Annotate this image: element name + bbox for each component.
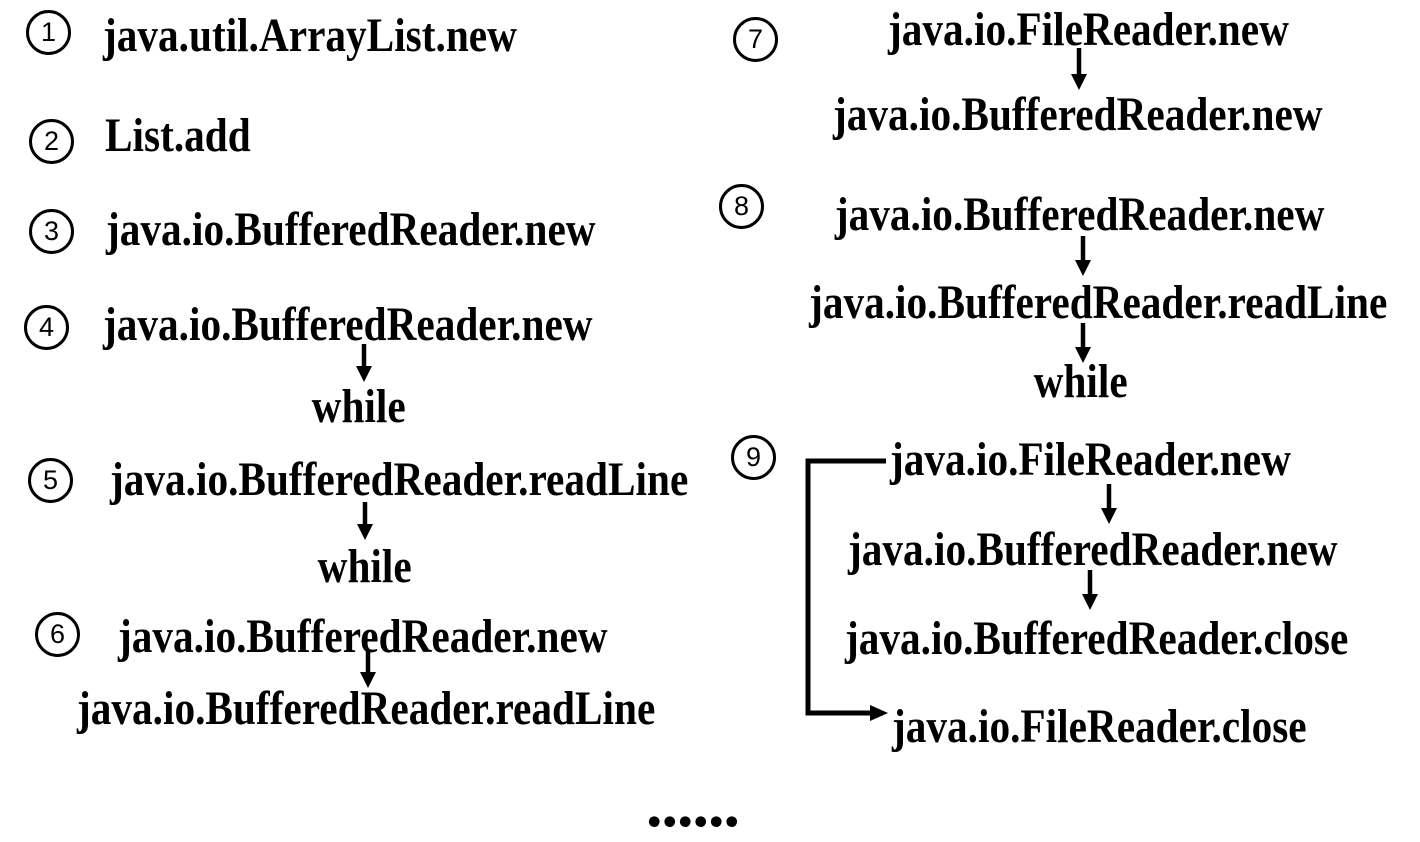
keyword-node: while bbox=[9, 383, 709, 431]
api-call-node: java.util.ArrayList.new bbox=[103, 12, 584, 60]
item-number: 7 bbox=[747, 24, 764, 54]
api-call-label: java.io.BufferedReader.new bbox=[103, 298, 593, 351]
api-call-label: java.io.BufferedReader.new bbox=[835, 188, 1325, 241]
item-number-badge: 9 bbox=[731, 435, 776, 480]
api-call-label: List.add bbox=[105, 109, 251, 162]
api-call-node: java.io.FileReader.new bbox=[890, 436, 1356, 484]
arrow-down-icon bbox=[1069, 48, 1089, 90]
api-call-label: java.io.BufferedReader.new bbox=[848, 523, 1338, 576]
api-call-node: java.io.FileReader.close bbox=[892, 703, 1374, 751]
arrow-down-icon bbox=[1099, 484, 1119, 524]
api-call-label: java.io.BufferedReader.readLine bbox=[808, 276, 1388, 329]
item-number-badge: 1 bbox=[26, 10, 71, 55]
api-call-label: java.io.BufferedReader.new bbox=[833, 88, 1323, 141]
item-number: 2 bbox=[43, 126, 60, 156]
item-number-badge: 8 bbox=[719, 184, 764, 229]
keyword-label: while bbox=[311, 380, 407, 433]
item-number: 4 bbox=[38, 312, 55, 342]
keyword-label: while bbox=[317, 540, 413, 593]
arrow-down-icon bbox=[354, 344, 374, 382]
item-number-badge: 4 bbox=[24, 305, 69, 350]
api-call-label: java.io.FileReader.close bbox=[892, 700, 1307, 753]
arrow-down-icon bbox=[355, 502, 375, 540]
api-call-node: java.io.BufferedReader.new bbox=[106, 206, 675, 254]
api-call-label: java.io.BufferedReader.new bbox=[106, 203, 596, 256]
api-call-node: java.io.BufferedReader.new bbox=[848, 526, 1417, 574]
loop-back-arrow-icon bbox=[800, 453, 895, 730]
item-number-badge: 6 bbox=[35, 612, 80, 657]
keyword-node: while bbox=[731, 358, 1420, 406]
item-number-badge: 2 bbox=[29, 119, 74, 164]
api-call-node: List.add bbox=[105, 112, 274, 160]
keyword-label: while bbox=[1033, 355, 1129, 408]
api-call-node: java.io.BufferedReader.readLine bbox=[77, 685, 749, 733]
arrow-down-icon bbox=[1080, 570, 1100, 610]
api-call-node: java.io.BufferedReader.close bbox=[845, 615, 1420, 663]
keyword-node: while bbox=[15, 543, 715, 591]
api-call-label: java.io.BufferedReader.readLine bbox=[110, 453, 689, 506]
api-call-label: java.io.BufferedReader.close bbox=[845, 612, 1349, 665]
api-call-label: java.io.BufferedReader.readLine bbox=[77, 682, 656, 735]
item-number: 3 bbox=[43, 216, 60, 246]
api-call-label: java.io.BufferedReader.new bbox=[118, 610, 608, 663]
api-call-node: java.io.BufferedReader.new bbox=[118, 613, 687, 661]
item-number: 6 bbox=[49, 619, 66, 649]
api-call-node: java.io.BufferedReader.new bbox=[730, 191, 1420, 239]
arrow-down-icon bbox=[1073, 236, 1093, 276]
item-number-badge: 5 bbox=[28, 458, 73, 503]
item-number: 8 bbox=[733, 191, 750, 221]
arrow-down-icon bbox=[358, 650, 378, 688]
api-call-label: java.util.ArrayList.new bbox=[103, 9, 517, 62]
item-number-badge: 3 bbox=[29, 209, 74, 254]
arrow-down-icon bbox=[1073, 323, 1093, 363]
api-call-label: java.io.FileReader.new bbox=[888, 3, 1289, 56]
api-call-node: java.io.BufferedReader.new bbox=[833, 91, 1402, 139]
api-call-label: java.io.FileReader.new bbox=[890, 433, 1291, 486]
api-call-node: java.io.BufferedReader.new bbox=[103, 301, 672, 349]
item-number-badge: 7 bbox=[733, 17, 778, 62]
api-call-node: java.io.BufferedReader.readLine bbox=[748, 279, 1420, 327]
item-number: 5 bbox=[42, 465, 59, 495]
api-call-node: java.io.BufferedReader.readLine bbox=[110, 456, 782, 504]
ellipsis-more-patterns: ...... bbox=[646, 768, 740, 841]
item-number: 1 bbox=[40, 17, 57, 47]
api-call-node: java.io.FileReader.new bbox=[888, 6, 1354, 54]
item-number: 9 bbox=[745, 442, 762, 472]
